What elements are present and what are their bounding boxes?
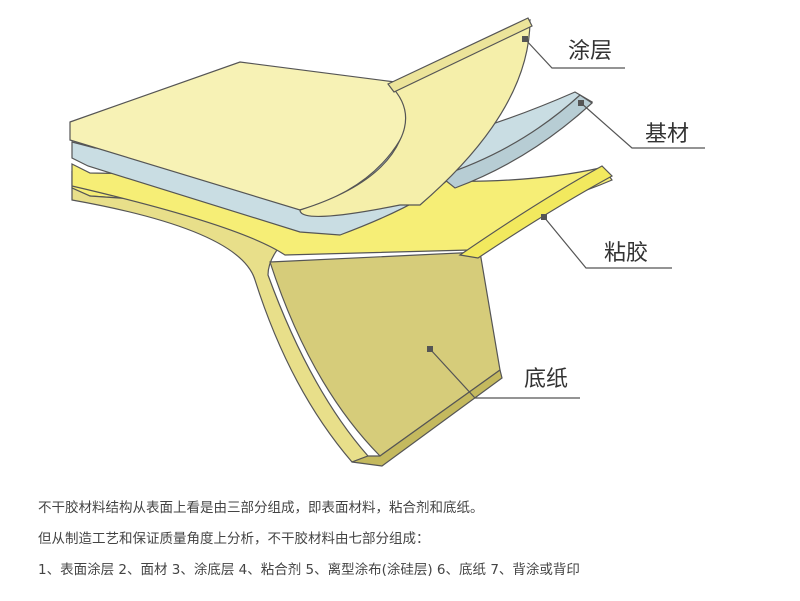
- leader-coating: [522, 36, 625, 69]
- leader-line-coating: [524, 38, 625, 69]
- leader-line-adhesive: [543, 216, 672, 269]
- backing-paper-front: [269, 251, 501, 457]
- leader-backing: [427, 346, 580, 399]
- coating-curl: [299, 19, 531, 218]
- backing-paper-curl: [71, 187, 370, 463]
- leader-line-substrate: [580, 102, 705, 149]
- coating-layer: [69, 17, 533, 218]
- leader-line-backing: [429, 348, 580, 399]
- label-coating: 涂层: [568, 39, 612, 64]
- leader-substrate: [578, 100, 705, 149]
- leader-adhesive: [541, 214, 672, 269]
- substrate-side: [438, 94, 593, 189]
- caption-line-1: 不干胶材料结构从表面上看是由三部分组成，即表面材料，粘合剂和底纸。: [38, 500, 484, 516]
- label-substrate: 基材: [645, 122, 689, 147]
- caption-line-2: 但从制造工艺和保证质量角度上分析，不干胶材料由七部分组成：: [38, 531, 430, 547]
- caption-line-3: 1、表面涂层 2、面材 3、涂底层 4、粘合剂 5、离型涂布(涂硅层) 6、底纸…: [38, 562, 580, 578]
- label-backing-paper: 底纸: [524, 367, 568, 392]
- label-adhesive: 粘胶: [604, 241, 648, 266]
- backing-paper-edge: [351, 368, 503, 467]
- adhesive-right-strip: [458, 165, 613, 259]
- coating-edge: [387, 17, 533, 93]
